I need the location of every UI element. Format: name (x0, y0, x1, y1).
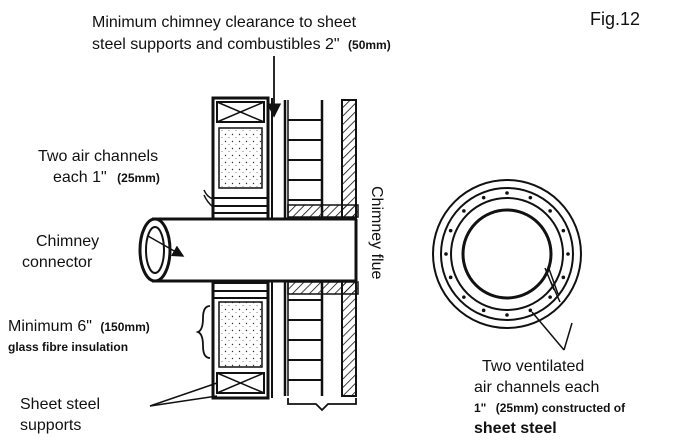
ventilated-channel-section (432, 179, 582, 329)
vent-hole (481, 195, 486, 200)
vent-hole (448, 228, 453, 233)
ventilated-line1: Two ventilated (482, 358, 584, 375)
clearance-note-line2: steel supports and combustibles 2" (50mm… (92, 36, 391, 53)
vent-hole (566, 252, 570, 256)
chimney-connector-pipe (138, 217, 358, 283)
vent-hole (448, 275, 453, 280)
vent-hole (505, 191, 509, 195)
insulation-label-line1: Minimum 6" (150mm) (8, 318, 150, 335)
connector-label-line2: connector (22, 254, 93, 271)
insulation-label-line2: glass fibre insulation (8, 340, 128, 354)
figure-label: Fig.12 (590, 9, 640, 29)
ventilated-line3: 1" (25mm) constructed of (474, 401, 626, 415)
vent-hole (462, 295, 466, 299)
ventilated-line4: sheet steel (474, 420, 557, 437)
supports-label-line1: Sheet steel (20, 396, 100, 413)
vent-hole (561, 275, 566, 280)
vent-hole (481, 308, 486, 313)
leader-lines (147, 56, 573, 407)
vent-hole (548, 295, 552, 299)
ventilated-line2: air channels each (474, 379, 599, 396)
vent-hole (561, 228, 566, 233)
air-channels-line1: Two air channels (38, 148, 158, 165)
vent-hole (462, 209, 466, 213)
supports-label-line2: supports (20, 417, 81, 434)
connector-label-line1: Chimney (36, 233, 99, 250)
vent-hole (505, 313, 509, 317)
clearance-note-line1: Minimum chimney clearance to sheet (92, 14, 357, 31)
vent-hole (444, 252, 448, 256)
vent-hole (548, 209, 552, 213)
vent-hole (528, 195, 533, 200)
air-channels-line2: each 1" (25mm) (53, 169, 160, 186)
flue-label: Chimney flue (368, 186, 385, 279)
vent-hole (528, 308, 533, 313)
